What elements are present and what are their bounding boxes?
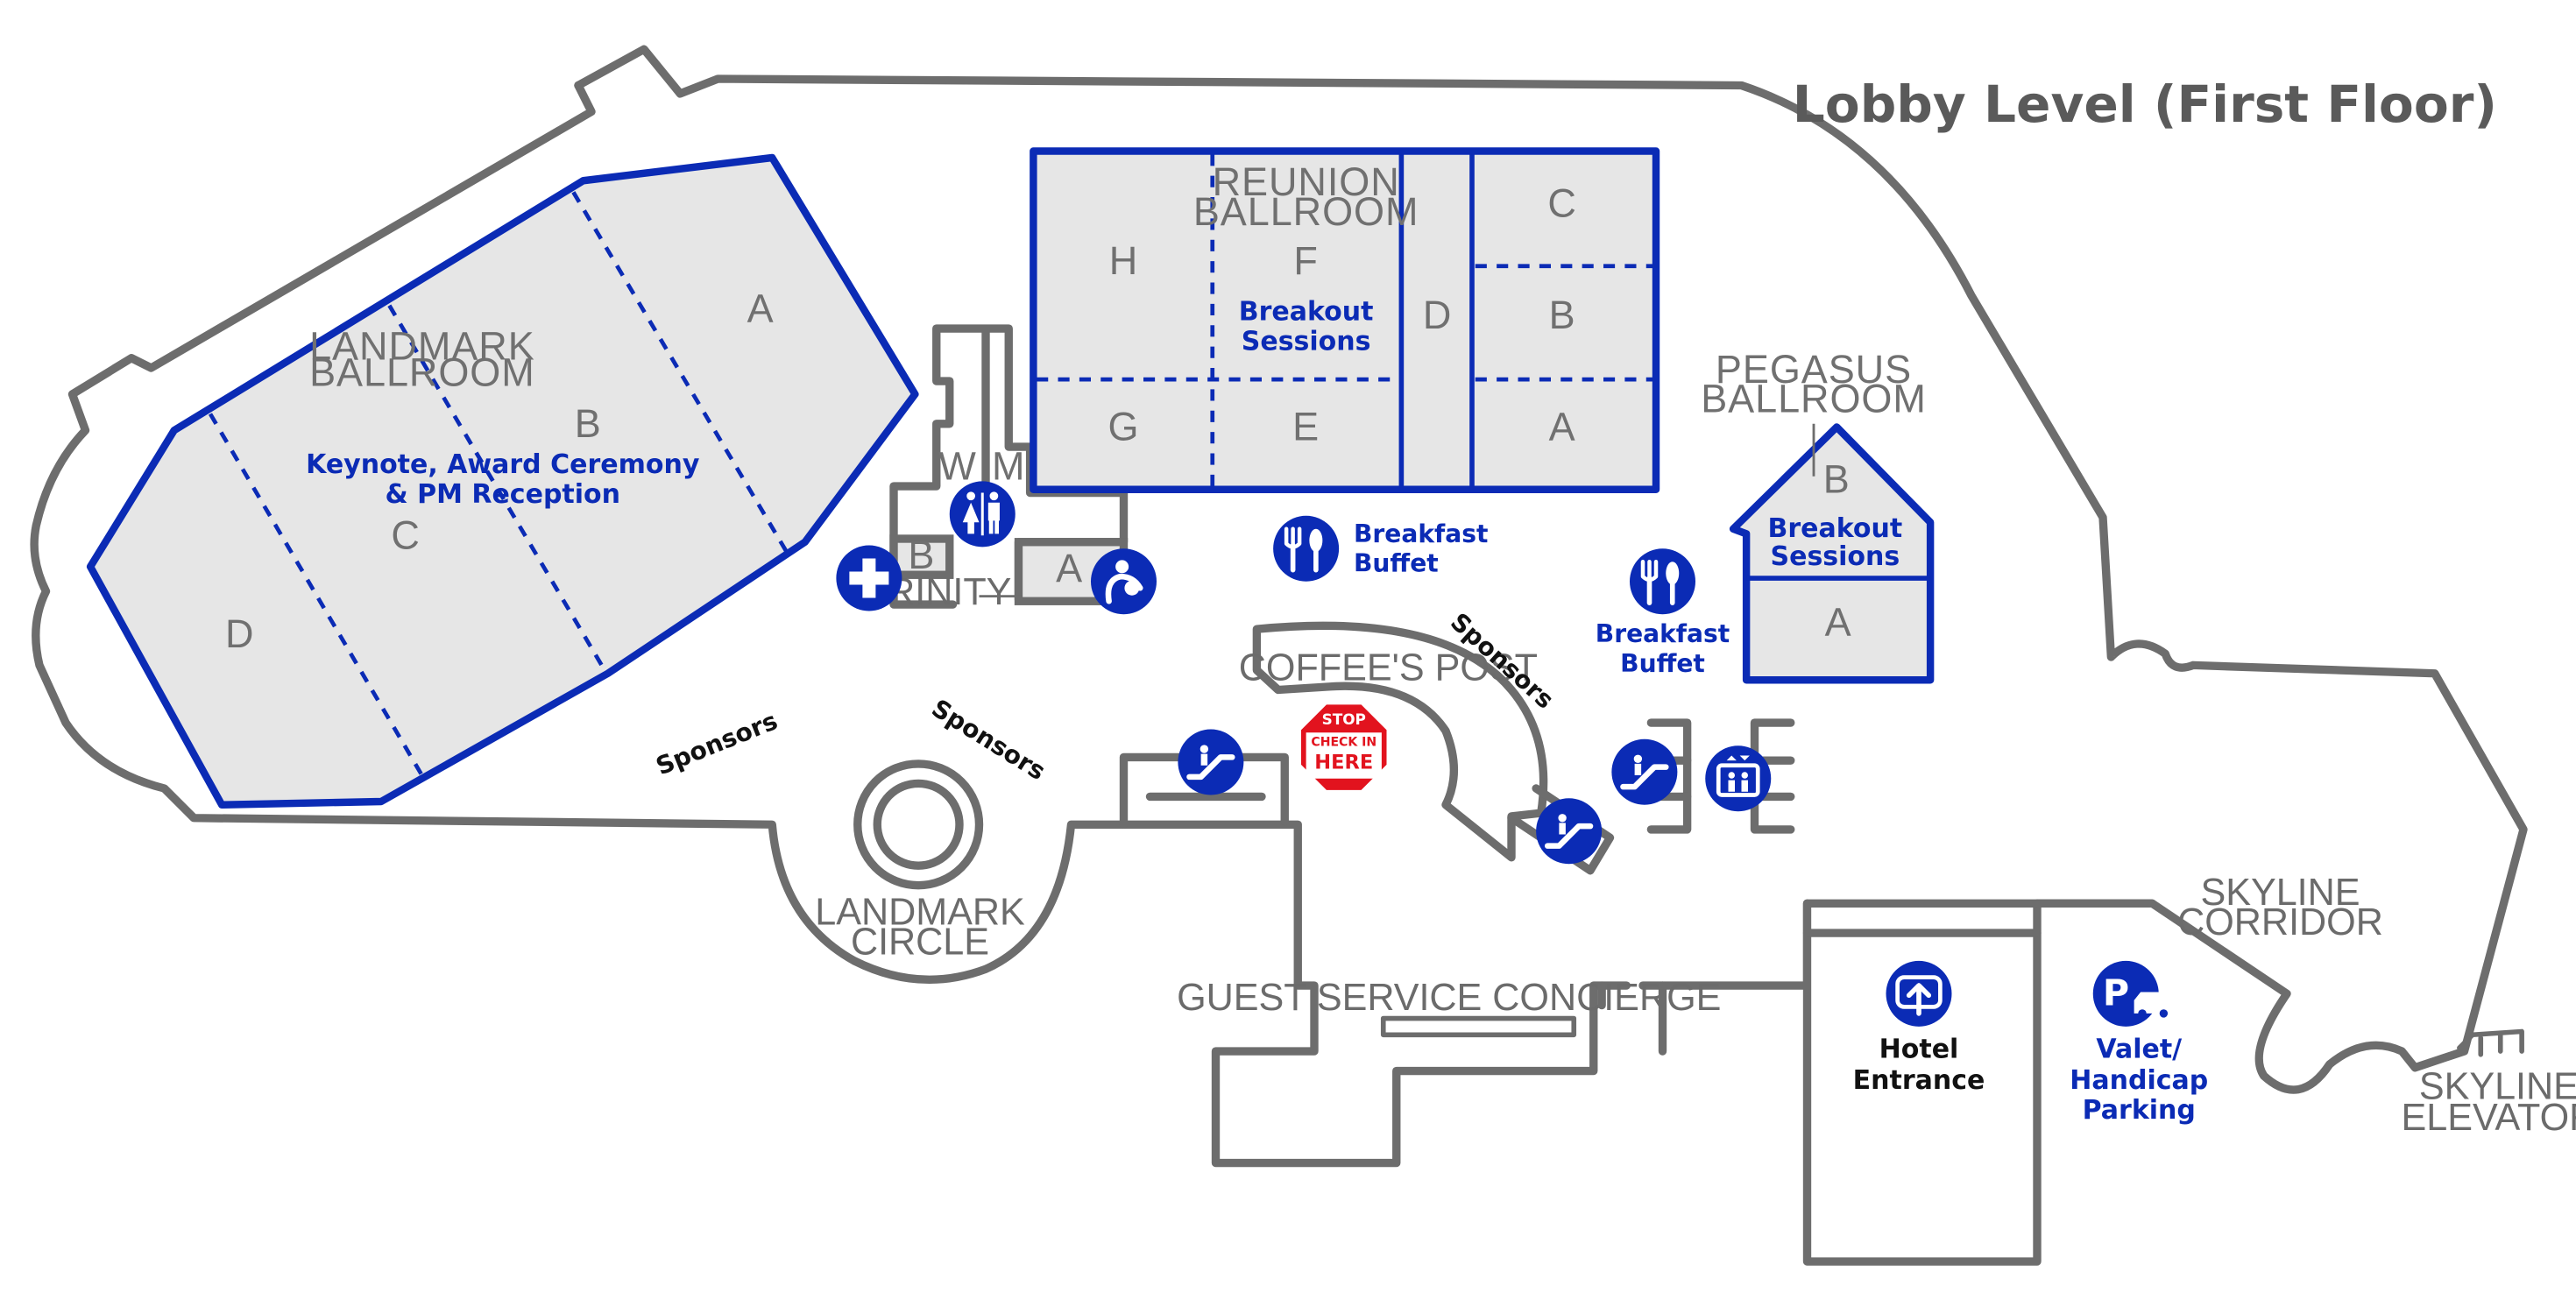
pegasus-name: PEGASUS [1716, 347, 1912, 392]
landmark-event: & PM Reception [385, 479, 620, 510]
landmark-circle[interactable] [853, 759, 984, 890]
nursing-room-icon [1091, 548, 1157, 615]
landmark-ballroom-name: LANDMARK [309, 324, 535, 369]
valet-label: Valet/ [2096, 1035, 2182, 1065]
section-label: B [1823, 457, 1851, 502]
first-aid-icon [836, 545, 902, 611]
skyline-corridor-label: SKYLINE [2200, 872, 2360, 914]
hotel-entrance-label: Hotel [1879, 1035, 1959, 1065]
breakfast-label: Buffet [1354, 549, 1439, 578]
hotel-entrance[interactable] [1802, 899, 2042, 1266]
skyline-elevator-label: ELEVATOR [2401, 1097, 2576, 1139]
section-label: A [1825, 600, 1852, 645]
check-in-text: CHECK IN [1311, 735, 1376, 749]
stop-sign-icon: STOP CHECK IN HERE [1298, 701, 1391, 794]
breakfast-label: Breakfast [1596, 619, 1730, 648]
concierge-wall [1597, 981, 1667, 1056]
elevator-icon [1705, 745, 1772, 812]
section-label: B [1549, 293, 1576, 337]
pegasus-ballroom[interactable]: PEGASUS BALLROOM B Breakout Sessions A [1701, 347, 1935, 684]
breakfast-label: Breakfast [1354, 519, 1488, 548]
section-label: G [1108, 405, 1140, 449]
reunion-name: REUNION [1213, 159, 1400, 204]
entrance-icon [1886, 960, 1952, 1027]
pegasus-name: BALLROOM [1701, 377, 1927, 421]
trinity-room-b[interactable]: B [889, 533, 954, 579]
escalator-icon [1536, 798, 1603, 865]
section-label: H [1109, 238, 1138, 283]
section-label: F [1293, 238, 1318, 283]
section-label: A [1549, 405, 1576, 449]
men-label: M [992, 444, 1025, 489]
pegasus-event: Breakout [1768, 513, 1903, 544]
reunion-event: Breakout [1239, 297, 1374, 328]
check-in-text: HERE [1314, 752, 1373, 774]
section-label: D [225, 611, 254, 656]
women-label: W [938, 444, 976, 489]
valet-label: Parking [2083, 1095, 2196, 1126]
skyline-elevator [2457, 1028, 2524, 1057]
section-label: D [1423, 293, 1452, 337]
page-title: Lobby Level (First Floor) [1793, 74, 2497, 134]
skyline-corridor-label: CORRIDOR [2177, 901, 2383, 943]
valet-label: Handicap [2070, 1065, 2208, 1096]
section-label: C [1547, 181, 1576, 226]
landmark-circle-label: CIRCLE [851, 921, 989, 963]
check-in-text: STOP [1322, 710, 1366, 728]
breakfast-label: Buffet [1620, 649, 1705, 678]
section-label: E [1292, 405, 1320, 449]
escalator-icon [1178, 729, 1244, 795]
pegasus-event: Sessions [1770, 541, 1900, 572]
guest-service-desk [1380, 1015, 1577, 1038]
guest-service-label: GUEST SERVICE CONCIERGE [1177, 977, 1721, 1019]
restroom-icon [949, 481, 1016, 548]
escalator-icon [1611, 738, 1678, 805]
svg-text:P: P [2103, 972, 2129, 1014]
dining-icon [1273, 515, 1340, 582]
section-label: B [908, 533, 935, 577]
coffees-post-label: COFFEE'S POST [1239, 646, 1538, 689]
section-label: A [747, 286, 775, 331]
landmark-ballroom[interactable]: LANDMARK BALLROOM Keynote, Award Ceremon… [86, 153, 919, 809]
dining-icon [1630, 548, 1695, 615]
section-label: B [575, 401, 602, 446]
reunion-ballroom[interactable]: REUNION BALLROOM Breakout Sessions H F C… [1030, 147, 1660, 493]
hotel-entrance-label: Entrance [1853, 1065, 1985, 1096]
landmark-circle-label: LANDMARK [815, 892, 1025, 934]
coffees-post-counter [1252, 621, 1548, 862]
skyline-elevator-label: SKYLINE [2419, 1065, 2576, 1107]
parking-icon: P [2092, 960, 2172, 1027]
section-label: C [391, 512, 420, 557]
reunion-event: Sessions [1242, 326, 1371, 357]
west-outline [30, 81, 1631, 1168]
landmark-event: Keynote, Award Ceremony [306, 449, 700, 480]
sponsors-label: Sponsors [652, 706, 782, 781]
reunion-name: BALLROOM [1193, 189, 1419, 234]
landmark-ballroom-name: BALLROOM [309, 350, 535, 395]
section-label: A [1056, 546, 1083, 590]
